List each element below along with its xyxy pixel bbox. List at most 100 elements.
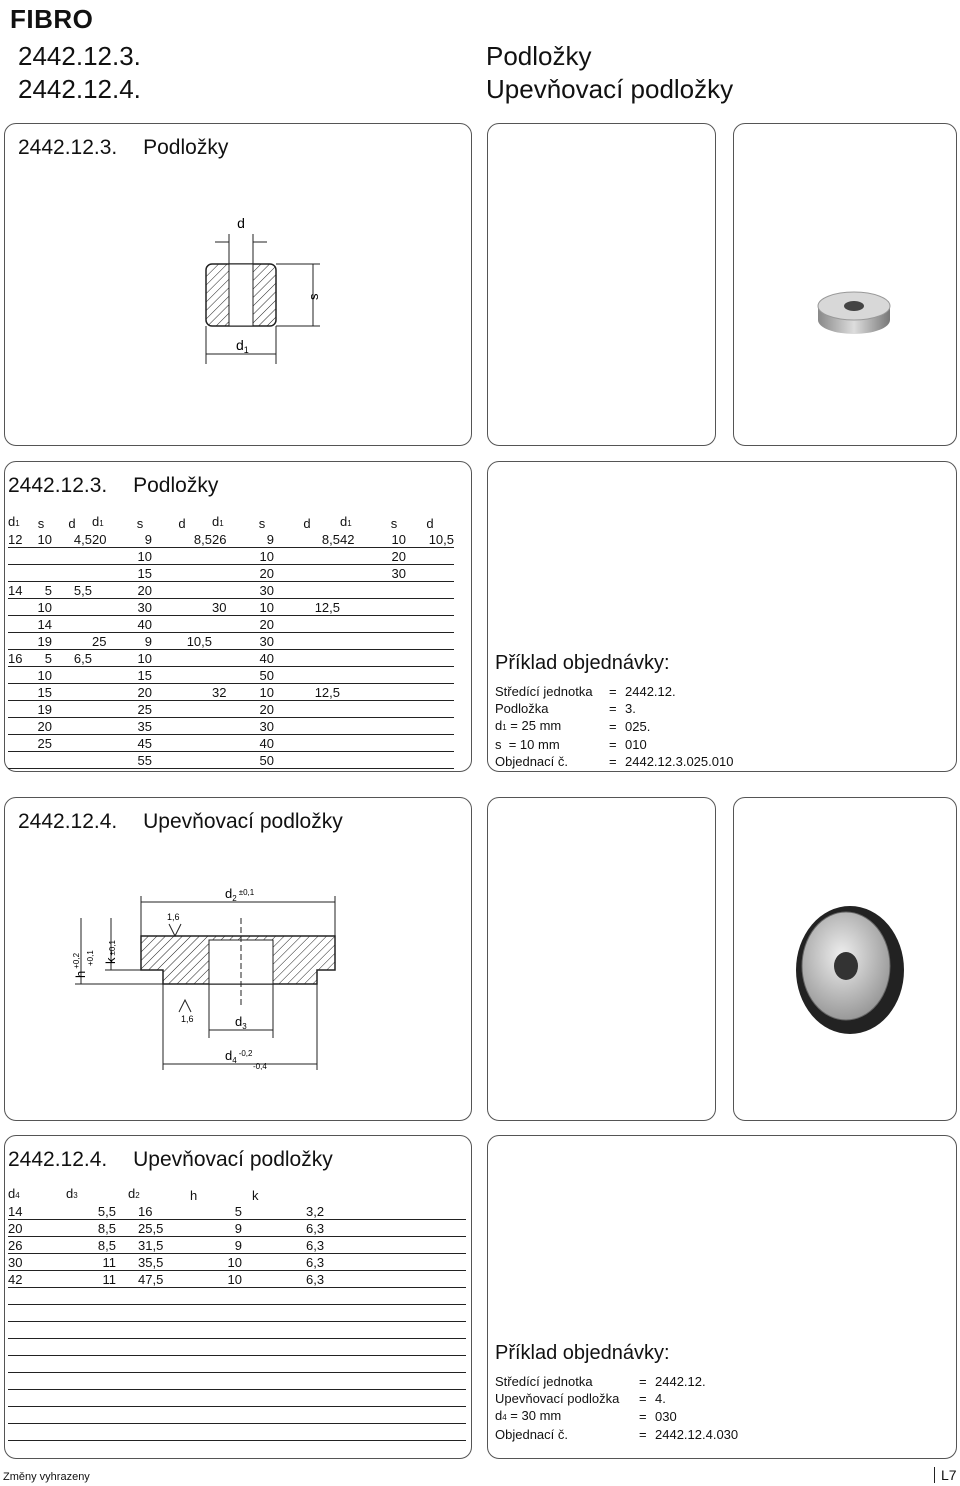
order1-table: Středící jednotka=2442.12.Podložka=3.d1 …: [495, 683, 733, 770]
order-line: s = 10 mm=010: [495, 736, 733, 753]
table-cell: [212, 632, 250, 650]
table-cell: 47,5: [128, 1270, 190, 1288]
table-cell: [8, 1355, 66, 1373]
table-cell: [382, 734, 406, 752]
table-cell: [406, 598, 454, 616]
table1-header-cell: d: [178, 516, 186, 531]
table-cell: [8, 1372, 66, 1390]
table-cell: [8, 734, 30, 752]
order-line: Podložka=3.: [495, 700, 733, 717]
table-cell: 20: [250, 615, 274, 633]
table-cell: 55: [128, 751, 152, 769]
table-cell: 20: [30, 717, 52, 735]
table-cell: [128, 1304, 190, 1322]
table-cell: [190, 1287, 252, 1305]
table2-title: Upevňovací podložky: [133, 1148, 333, 1171]
table-cell: [92, 734, 128, 752]
table-cell: [274, 564, 340, 582]
table-cell: [8, 666, 30, 684]
table2-header-cell: k: [252, 1188, 259, 1203]
section1-code: 2442.12.3.: [18, 136, 118, 159]
table-cell: [92, 700, 128, 718]
page-number: L7: [934, 1467, 957, 1483]
table-cell: 6,3: [252, 1270, 466, 1288]
table-cell: [382, 615, 406, 633]
table-cell: [340, 615, 382, 633]
order-line: d1 = 25 mm=025.: [495, 717, 733, 736]
table-cell: [340, 649, 382, 667]
table-cell: 14: [8, 581, 30, 599]
table-cell: [8, 1423, 66, 1441]
table-cell: 25,5: [128, 1219, 190, 1237]
table-cell: [190, 1372, 252, 1390]
table-cell: [8, 547, 30, 565]
table1-header-cell: d: [68, 516, 76, 531]
order-line: Objednací č.=2442.12.3.025.010: [495, 753, 733, 770]
table1-title: Podložky: [133, 474, 219, 497]
table-cell: [30, 751, 52, 769]
order-eq: =: [609, 737, 617, 752]
table1-header-cell: d: [426, 516, 434, 531]
table-cell: 25: [30, 734, 52, 752]
table-row: [8, 1389, 466, 1407]
section2-code: 2442.12.4.: [18, 810, 118, 833]
table-cell: [52, 615, 92, 633]
table-cell: 11: [66, 1270, 128, 1288]
table-cell: [128, 1355, 190, 1373]
table-cell: [252, 1355, 466, 1373]
table-cell: [152, 649, 212, 667]
table-cell: [8, 564, 30, 582]
table-cell: [340, 598, 382, 616]
roughness-top: 1,6: [167, 912, 180, 922]
table-cell: [66, 1338, 128, 1356]
table-cell: [382, 649, 406, 667]
table-cell: 30: [212, 598, 250, 616]
order-eq: =: [639, 1391, 647, 1406]
section2-empty-box: [487, 797, 716, 1121]
table-cell: [406, 734, 454, 752]
table-cell: [406, 666, 454, 684]
table-cell: [152, 683, 212, 701]
table-cell: [92, 564, 128, 582]
table-cell: 6,5: [52, 649, 92, 667]
table-cell: [52, 751, 92, 769]
table-cell: [128, 1406, 190, 1424]
table-cell: [274, 717, 340, 735]
table-cell: [152, 666, 212, 684]
table-cell: [8, 751, 30, 769]
table1-header-cell: d1: [212, 514, 224, 529]
order2-title: Příklad objednávky:: [495, 1342, 670, 1364]
table-cell: [152, 700, 212, 718]
table-cell: [212, 615, 250, 633]
table-cell: [92, 598, 128, 616]
table-cell: 10: [190, 1253, 252, 1271]
table-cell: [212, 547, 250, 565]
section1-drawing-box: 2442.12.3. Podložky d s d1: [4, 123, 472, 446]
order-label: Objednací č.: [495, 1427, 568, 1442]
table-cell: [52, 632, 92, 650]
table-cell: [190, 1423, 252, 1441]
order2-table: Středící jednotka=2442.12.Upevňovací pod…: [495, 1373, 738, 1443]
order-value: 010: [625, 737, 647, 752]
table-cell: 20: [92, 531, 128, 548]
table-row: [8, 1304, 466, 1322]
table-cell: [252, 1338, 466, 1356]
table-cell: [212, 717, 250, 735]
order-label: Středící jednotka: [495, 684, 593, 699]
table-cell: [340, 683, 382, 701]
table-cell: 10: [128, 547, 152, 565]
table-cell: [66, 1372, 128, 1390]
table-cell: 15: [128, 564, 152, 582]
table-cell: 32: [212, 683, 250, 701]
table-cell: [66, 1389, 128, 1407]
order-value: 2442.12.3.025.010: [625, 754, 734, 769]
table-cell: [190, 1321, 252, 1339]
section1-empty-box: [487, 123, 716, 446]
table1-header-cell: s: [136, 516, 144, 531]
table-cell: [92, 581, 128, 599]
table-cell: 20: [128, 581, 152, 599]
table-cell: 10,5: [406, 531, 454, 548]
